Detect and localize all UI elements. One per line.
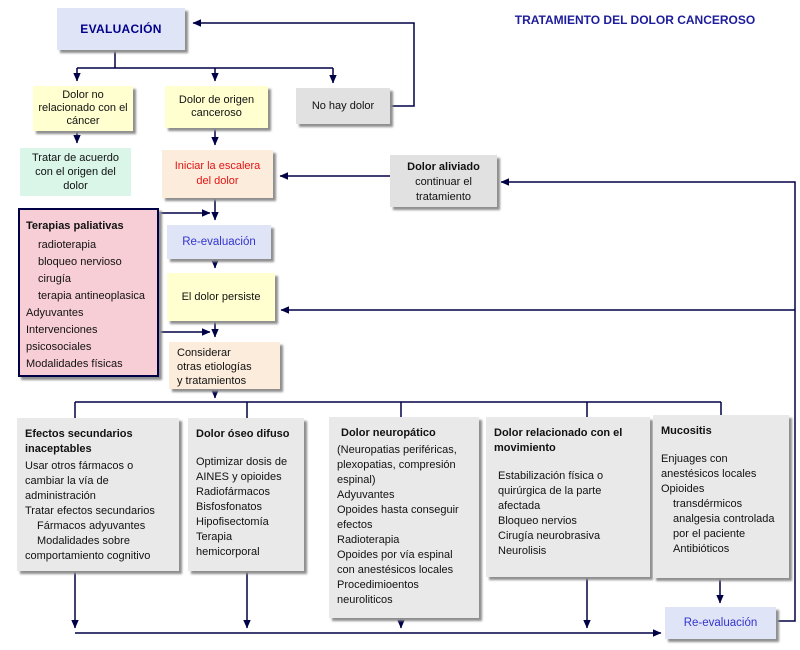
line: Optimizar dosis de	[196, 456, 288, 468]
line: Neurolisis	[498, 545, 547, 557]
node-dolor-aliviado-title: Dolor aliviado	[407, 161, 480, 173]
node-mucositis-title: Mucositis	[661, 425, 712, 437]
line: espinal)	[337, 474, 376, 486]
line: Radioterapia	[337, 534, 400, 546]
line: Bloqueo nervios	[498, 515, 577, 527]
node-tratar-de-acuerdo: Tratar de acuerdo con el origen del dolo…	[20, 148, 131, 196]
node-dolor-origen-canceroso: Dolor de origen canceroso	[165, 86, 268, 128]
line: plexopatias, compresión	[337, 459, 456, 471]
connector-nohaydolor-evaluacion	[192, 19, 415, 107]
node-terapias-title: Terapias paliativas	[26, 220, 124, 232]
node-mucositis: Mucositis Enjuages con anestésicos local…	[653, 415, 789, 578]
line: Fármacos adyuvantes	[37, 520, 146, 532]
line: Modalidades sobre	[37, 535, 130, 547]
line: Cirugía neurobrasiva	[498, 530, 601, 542]
line: quirúrgica de la parte	[498, 485, 602, 497]
line: Adyuvantes	[337, 489, 395, 501]
line: y tratamientos	[177, 375, 247, 387]
node-re-evaluacion-final: Re-evaluación	[665, 607, 776, 639]
node-dolor-oseo: Dolor óseo difuso Optimizar dosis de AIN…	[188, 418, 304, 571]
line: Terapia hemicorporal	[196, 531, 260, 558]
line: terapia antineoplasica	[38, 290, 146, 302]
node-considerar: Considerar otras etiologías y tratamient…	[169, 342, 280, 389]
line: Intervenciones	[26, 324, 98, 336]
line: Adyuvantes	[26, 307, 84, 319]
node-efectos-title: Efectos secundarios inaceptables	[25, 428, 133, 455]
line: otras etiologías	[177, 361, 252, 373]
line: Hipofisectomía	[196, 516, 269, 528]
line: Enjuages con	[661, 453, 728, 465]
node-dolor-no-relacionado: Dolor no relacionado con el cáncer	[33, 86, 133, 131]
line: psicosociales	[26, 341, 92, 353]
line: comportamiento cognitivo	[25, 550, 151, 562]
line: efectos	[337, 519, 373, 531]
node-neuropatico-title: Dolor neuropático	[341, 427, 436, 439]
line: transdérmicos	[673, 498, 743, 510]
node-no-hay-dolor: No hay dolor	[296, 88, 390, 124]
line: Considerar	[177, 347, 231, 359]
node-re-evaluacion-media: Re-evaluación	[167, 225, 271, 259]
node-terapias-paliativas: Terapias paliativas radioterapia bloqueo…	[18, 208, 159, 377]
line: anestésicos locales	[661, 468, 757, 480]
node-oseo-title: Dolor óseo difuso	[196, 428, 290, 440]
node-efectos-secundarios: Efectos secundarios inaceptables Usar ot…	[17, 418, 179, 571]
line: Antibióticos	[673, 543, 730, 555]
node-el-dolor-persiste: El dolor persiste	[167, 273, 275, 321]
line: Estabilización física o	[498, 470, 604, 482]
line: Tratar efectos secundarios	[25, 505, 155, 517]
line: Bisfosfonatos	[196, 501, 263, 513]
line: neuroliticos	[337, 594, 393, 606]
node-dolor-neuropatico: Dolor neuropático (Neuropatias periféric…	[329, 417, 479, 618]
node-iniciar-escalera: Iniciar la escalera del dolor	[162, 150, 273, 198]
node-dolor-movimiento: Dolor relacionado con el movimiento Esta…	[486, 417, 650, 577]
line: analgesia controlada	[673, 513, 775, 525]
node-dolor-aliviado: Dolor aliviado continuar el tratamiento	[390, 155, 497, 207]
line: bloqueo nervioso	[38, 256, 122, 268]
line: Opioides	[661, 483, 705, 495]
line: afectada	[498, 500, 541, 512]
line: con anestésicos locales	[337, 564, 454, 576]
line: administración	[25, 490, 96, 502]
connector-feedback-aliviado	[500, 178, 796, 622]
line: AINES y opioides	[196, 471, 282, 483]
node-dolor-aliviado-body: continuar el tratamiento	[415, 176, 472, 203]
page-title: TRATAMIENTO DEL DOLOR CANCEROSO	[514, 13, 756, 27]
line: Usar otros fármacos o	[25, 460, 134, 472]
line: (Neuropatias periféricas,	[337, 444, 457, 456]
line: Procedimioentos	[337, 579, 419, 591]
line: por el paciente	[673, 528, 746, 540]
node-movimiento-title: Dolor relacionado con el movimiento	[494, 427, 623, 454]
line: radioterapia	[38, 239, 97, 251]
line: Radiofármacos	[196, 486, 270, 498]
line: Modalidades físicas	[26, 358, 123, 370]
line: cirugía	[38, 273, 72, 285]
node-evaluacion: EVALUACIÓN	[57, 8, 185, 50]
line: Opoides hasta conseguir	[337, 504, 459, 516]
line: cambiar la vía de	[25, 475, 109, 487]
line: Opoides por vía espinal	[337, 549, 453, 561]
